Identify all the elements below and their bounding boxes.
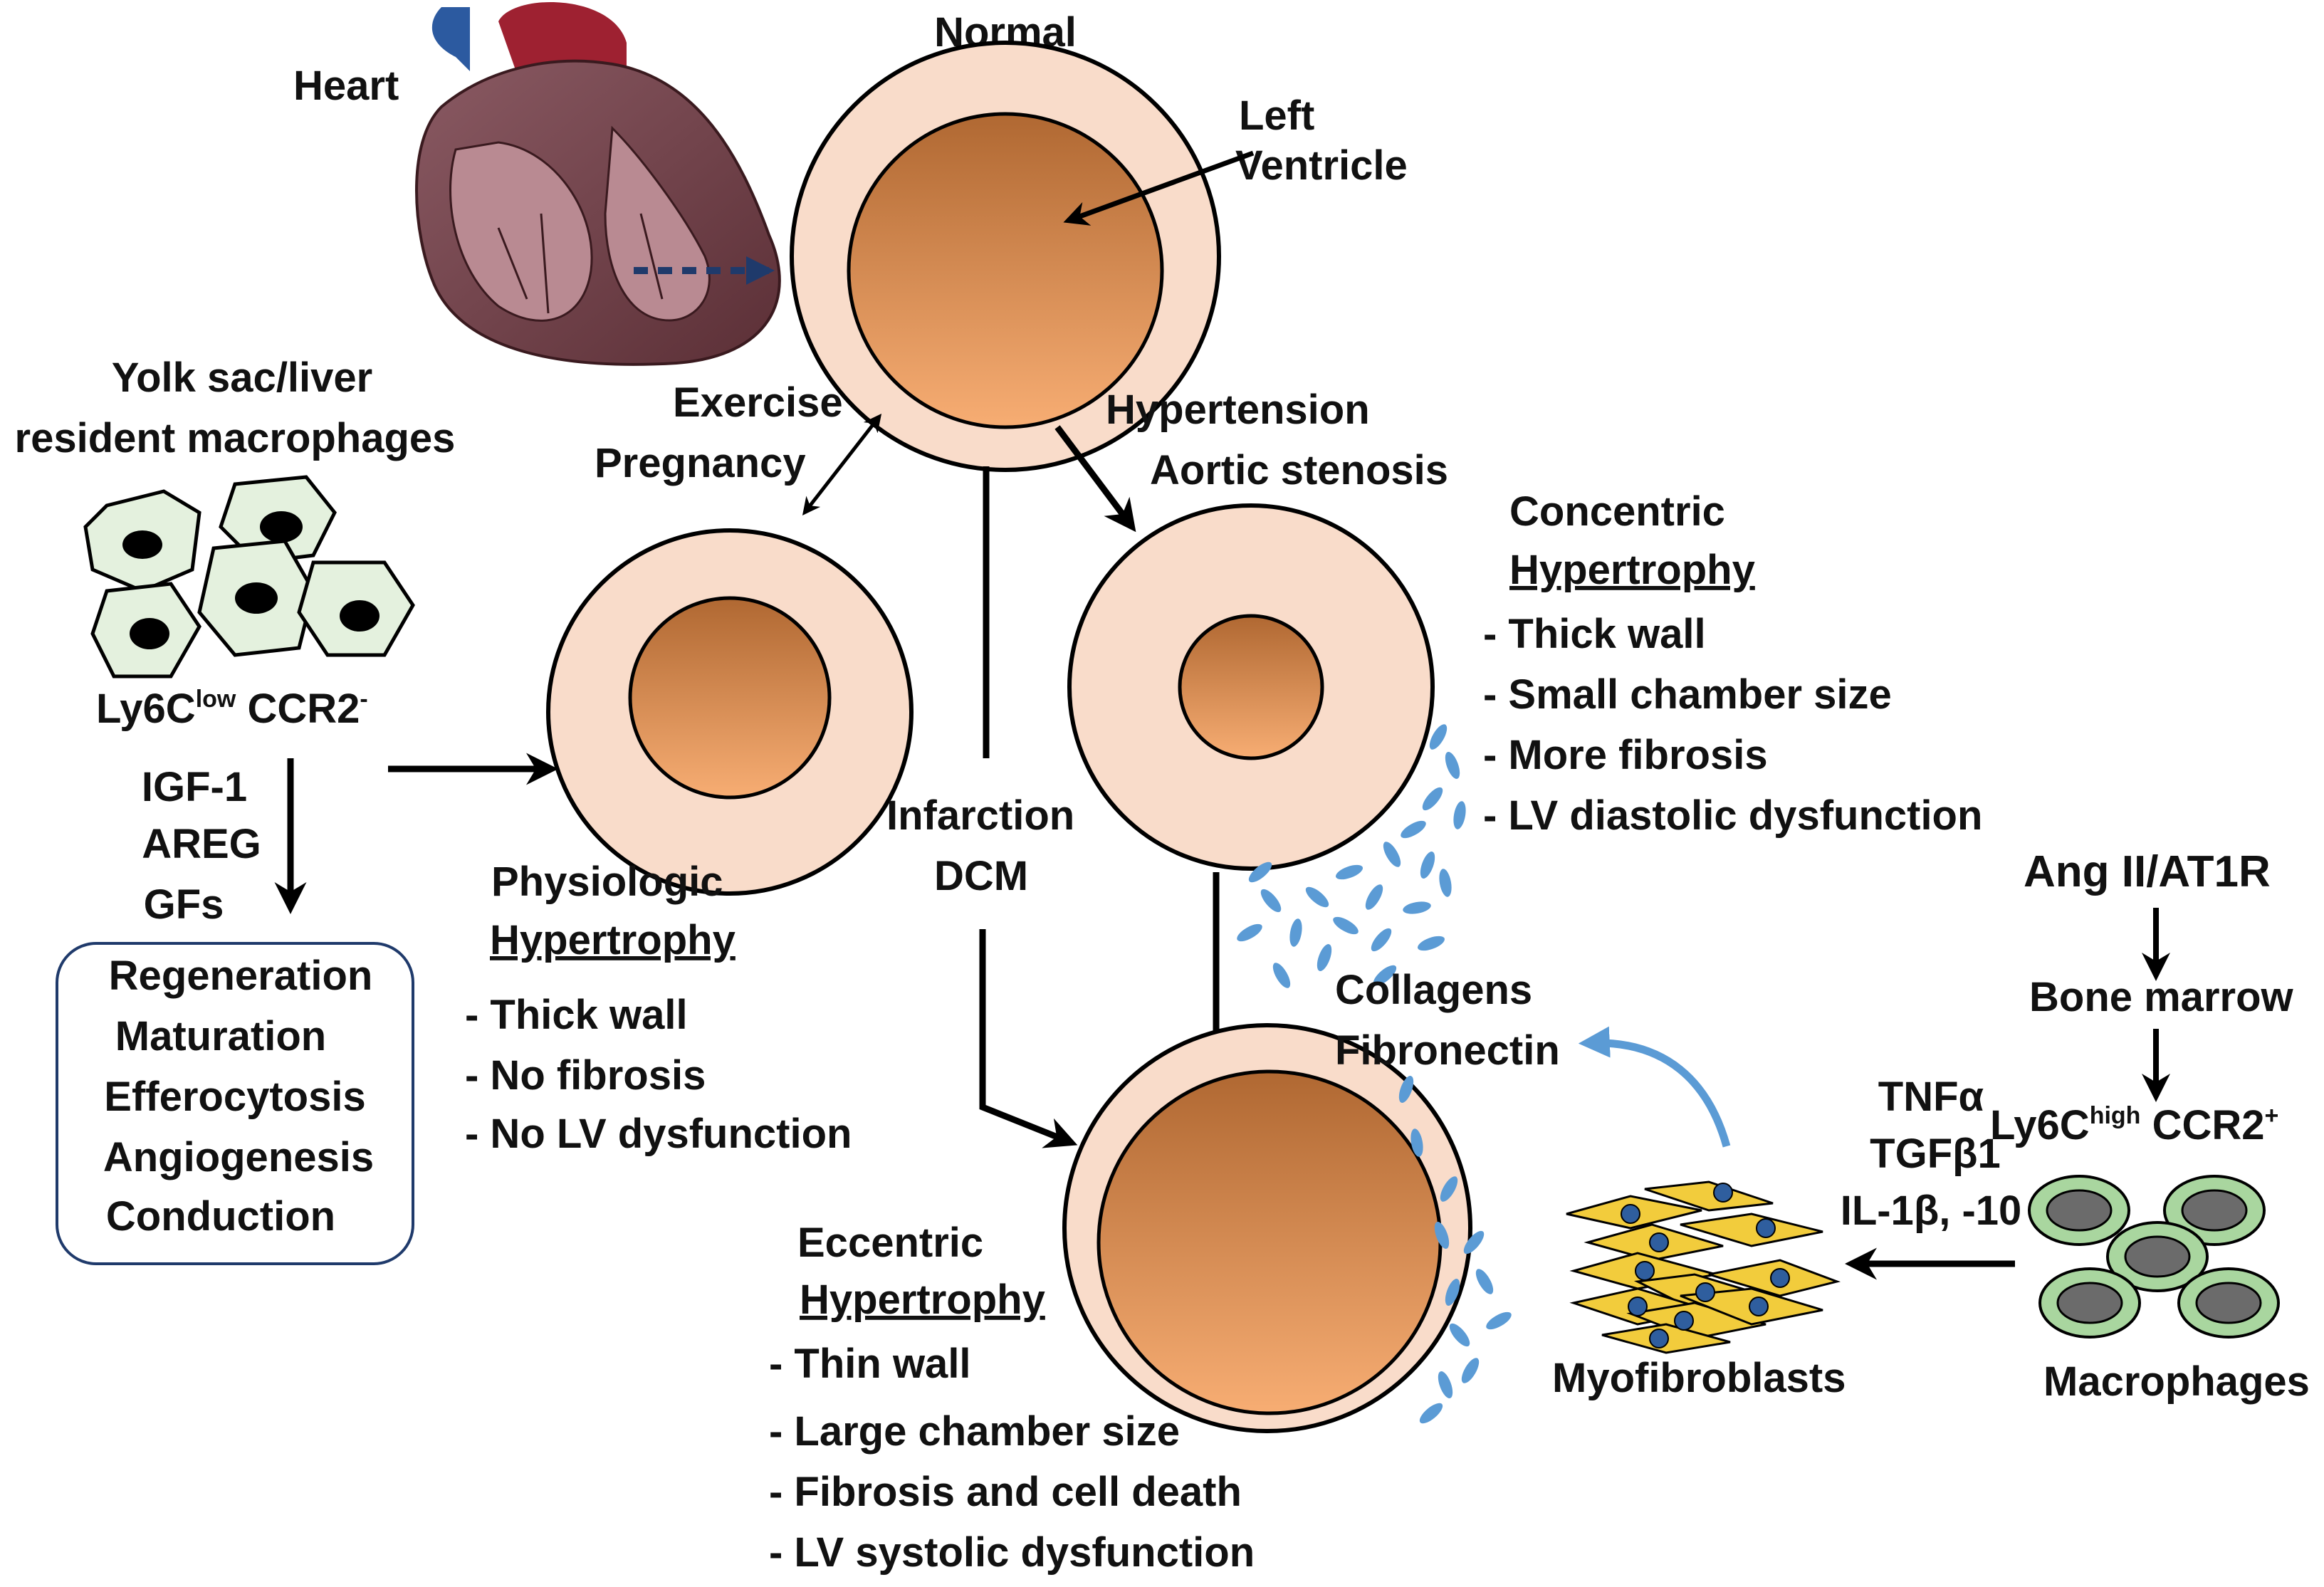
bone-marrow-label: Bone marrow — [2029, 974, 2294, 1020]
eccentric-item: - Large chamber size — [769, 1408, 1180, 1455]
concentric-item: - Small chamber size — [1483, 671, 1892, 718]
ccr2-pos-sup: + — [2264, 1102, 2278, 1129]
collagens-label: Collagens — [1335, 967, 1532, 1013]
angii-label: Ang II/AT1R — [2024, 847, 2271, 896]
areg-label: AREG — [142, 821, 261, 867]
infarction-label: Infarction — [886, 792, 1074, 839]
yolk-label-1: Yolk sac/liver — [112, 355, 373, 401]
physiologic-item: - No fibrosis — [465, 1052, 706, 1099]
recruited-macrophage-cells — [2028, 1175, 2280, 1339]
physiologic-ventricle — [546, 528, 914, 896]
concentric-subtitle: Hypertrophy — [1509, 547, 1755, 593]
tgfb1-label: TGFβ1 — [1870, 1131, 2001, 1177]
heart-label: Heart — [293, 63, 399, 109]
physiologic-title: Physiologic — [491, 859, 723, 905]
ccr2-neg-base: CCR2 — [236, 686, 360, 732]
exercise-label: Exercise — [673, 379, 843, 426]
normal-ventricle — [790, 41, 1221, 472]
ly6c-low-ccr2-neg: Ly6Clow CCR2- — [96, 686, 368, 732]
dcm-label: DCM — [934, 853, 1028, 899]
physiologic-subtitle: Hypertrophy — [490, 917, 736, 963]
tnfa-label: TNFα — [1878, 1074, 1984, 1120]
concentric-title: Concentric — [1509, 488, 1725, 535]
myofibroblast-cells — [1566, 1180, 1841, 1354]
eccentric-item: - Fibrosis and cell death — [769, 1469, 1242, 1515]
left-ventricle-pointer — [1063, 150, 1255, 226]
ccr2-neg-sup: - — [360, 686, 367, 713]
aortic-stenosis-label: Aortic stenosis — [1150, 447, 1448, 493]
ccr2-pos-base: CCR2 — [2140, 1102, 2264, 1148]
infarction-arrow — [979, 929, 1078, 1148]
eccentric-item: - Thin wall — [769, 1341, 971, 1387]
yolk-label-2: resident macrophages — [15, 415, 456, 461]
myofibroblasts-label: Myofibroblasts — [1552, 1355, 1846, 1401]
myofibroblast-to-matrix-arrow — [1578, 1026, 1731, 1148]
exercise-bidirectional-arrow — [802, 414, 882, 515]
ly6c-high-ccr2-pos: Ly6Chigh CCR2+ — [1990, 1102, 2278, 1148]
collagen-deposits — [1237, 724, 1512, 1424]
hypertension-label: Hypertension — [1106, 387, 1370, 433]
concentric-item: - Thick wall — [1483, 611, 1706, 657]
function-item: Efferocytosis — [104, 1074, 365, 1120]
eccentric-item: - LV systolic dysfunction — [769, 1529, 1255, 1576]
ly6c-low-sup: low — [196, 686, 236, 713]
ly6c-high-base: Ly6C — [1990, 1102, 2090, 1148]
function-item: Angiogenesis — [103, 1134, 374, 1180]
physiologic-item: - Thick wall — [465, 992, 688, 1038]
igf1-label: IGF-1 — [142, 764, 247, 810]
function-item: Maturation — [115, 1013, 326, 1059]
eccentric-title: Eccentric — [797, 1220, 983, 1266]
left-ventricle-label-2: Ventricle — [1235, 142, 1408, 189]
fibronectin-label: Fibronectin — [1335, 1027, 1560, 1074]
gfs-label: GFs — [144, 881, 224, 928]
function-item: Conduction — [106, 1193, 335, 1240]
hypertension-arrow — [1054, 425, 1136, 533]
concentric-item: - More fibrosis — [1483, 732, 1768, 778]
concentric-item: - LV diastolic dysfunction — [1483, 792, 1982, 839]
eccentric-subtitle: Hypertrophy — [800, 1277, 1045, 1323]
ly6c-low-base: Ly6C — [96, 686, 196, 732]
physiologic-item: - No LV dysfunction — [465, 1111, 852, 1157]
function-item: Regeneration — [109, 953, 373, 999]
eccentric-ventricle — [1062, 1023, 1472, 1433]
macrophages-label: Macrophages — [2043, 1358, 2310, 1405]
ly6c-high-sup: high — [2090, 1102, 2141, 1129]
heart-illustration — [415, 1, 781, 366]
left-ventricle-label-1: Left — [1239, 93, 1314, 139]
pregnancy-label: Pregnancy — [595, 440, 806, 486]
functions-box: Regeneration Maturation Efferocytosis An… — [56, 942, 414, 1265]
resident-macrophage-cells — [83, 475, 415, 679]
concentric-ventricle — [1067, 503, 1435, 871]
il1b-label: IL-1β, -10 — [1841, 1188, 2022, 1234]
